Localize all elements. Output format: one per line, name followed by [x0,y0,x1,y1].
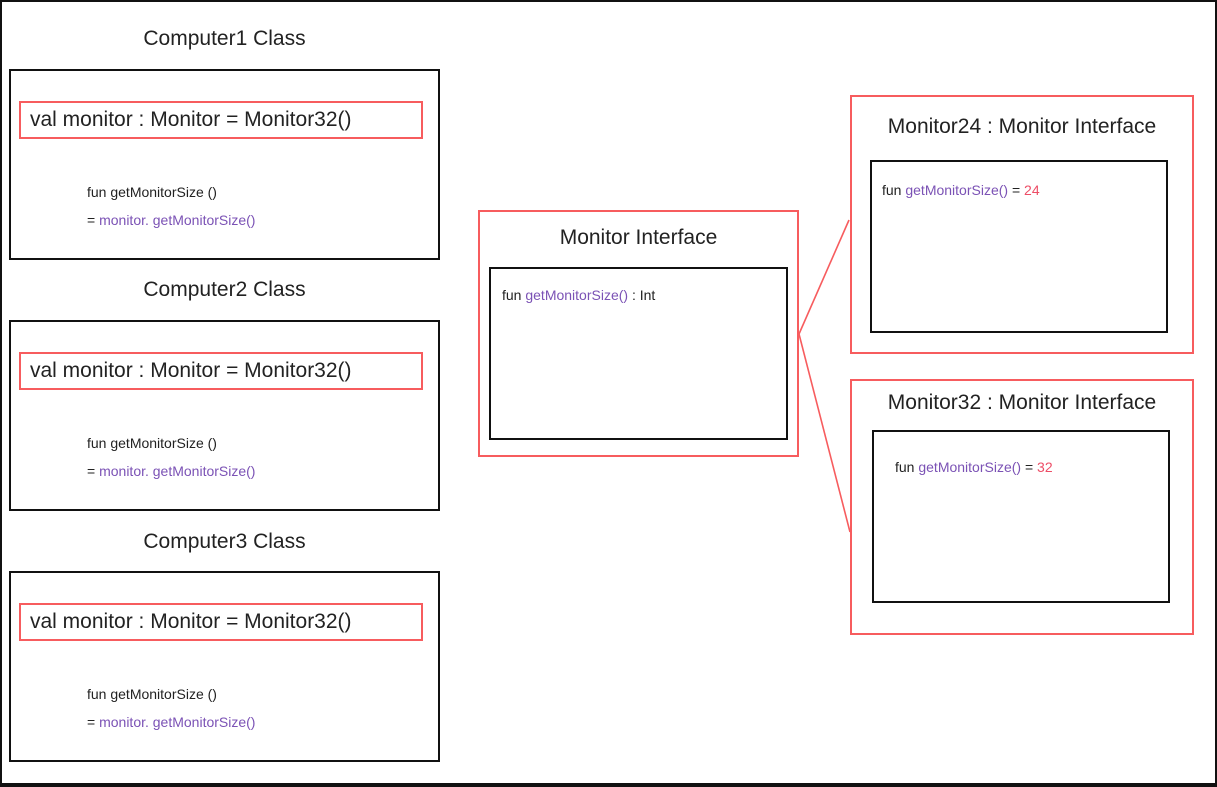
computer2-val-declaration-box: val monitor : Monitor = Monitor32() [19,352,423,390]
connector-interface-to-monitor24 [798,219,850,335]
computer2-class-box: val monitor : Monitor = Monitor32() fun … [9,320,440,511]
computer1-val-declaration-text: val monitor : Monitor = Monitor32() [30,108,352,131]
delegation-call-text: monitor. getMonitorSize() [99,463,256,479]
computer1-delegation-call: = monitor. getMonitorSize() [87,211,255,229]
equals-sign: = [87,714,96,730]
monitor32-body-box: fun getMonitorSize() = 32 [872,430,1170,603]
equals-sign: = [87,463,96,479]
return-value: 32 [1037,459,1053,475]
connector-interface-to-monitor32 [798,333,851,533]
computer3-val-declaration-box: val monitor : Monitor = Monitor32() [19,603,423,641]
monitor32-impl-box: Monitor32 : Monitor Interface fun getMon… [850,379,1194,635]
fun-keyword: fun [882,182,902,198]
monitor24-title: Monitor24 : Monitor Interface [887,115,1157,138]
computer1-fun-signature: fun getMonitorSize () [87,184,217,200]
fun-keyword: fun [895,459,915,475]
method-name: getMonitorSize() [918,459,1022,475]
computer3-val-declaration-text: val monitor : Monitor = Monitor32() [30,610,352,633]
method-name: getMonitorSize() [525,287,629,303]
delegation-call-text: monitor. getMonitorSize() [99,212,256,228]
computer1-val-declaration-box: val monitor : Monitor = Monitor32() [19,101,423,139]
method-name: getMonitorSize() [905,182,1009,198]
return-value: 24 [1024,182,1040,198]
computer1-class-box: val monitor : Monitor = Monitor32() fun … [9,69,440,260]
monitor-interface-box: Monitor Interface fun getMonitorSize() :… [478,210,799,457]
equals-sign: = [1011,182,1021,198]
monitor32-method-impl: fun getMonitorSize() = 32 [895,458,1053,476]
fun-keyword: fun [502,287,522,303]
computer3-class-box: val monitor : Monitor = Monitor32() fun … [9,571,440,762]
interface-method-signature: fun getMonitorSize() : Int [502,286,655,304]
monitor32-title: Monitor32 : Monitor Interface [887,391,1157,414]
monitor24-impl-box: Monitor24 : Monitor Interface fun getMon… [850,95,1194,354]
computer2-delegation-call: = monitor. getMonitorSize() [87,462,255,480]
monitor-interface-body-box: fun getMonitorSize() : Int [489,267,788,440]
computer2-val-declaration-text: val monitor : Monitor = Monitor32() [30,359,352,382]
monitor24-body-box: fun getMonitorSize() = 24 [870,160,1168,333]
equals-sign: = [1024,459,1034,475]
delegation-call-text: monitor. getMonitorSize() [99,714,256,730]
equals-sign: = [87,212,96,228]
computer3-class-title: Computer3 Class [143,530,306,553]
computer2-class-title: Computer2 Class [143,278,306,301]
computer3-fun-signature: fun getMonitorSize () [87,686,217,702]
monitor24-method-impl: fun getMonitorSize() = 24 [882,181,1040,199]
return-type: : Int [631,287,656,303]
monitor-interface-title: Monitor Interface [559,226,718,249]
computer3-delegation-call: = monitor. getMonitorSize() [87,713,255,731]
computer2-fun-signature: fun getMonitorSize () [87,435,217,451]
computer1-class-title: Computer1 Class [143,27,306,50]
